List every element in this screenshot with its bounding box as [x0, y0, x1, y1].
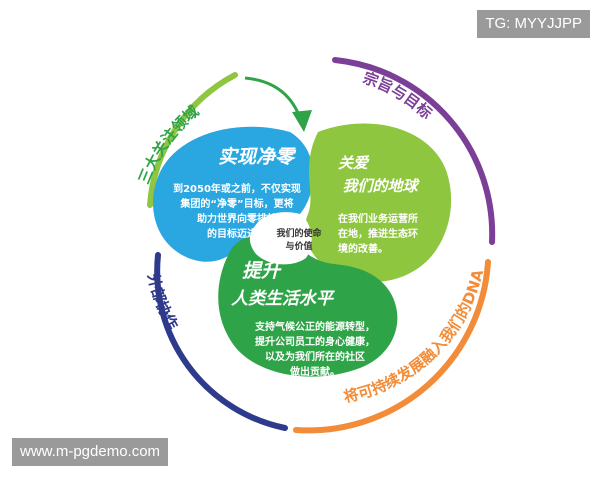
life-desc-line: 提升公司员工的身心健康，	[255, 337, 375, 348]
ring-label-collaboration: 外部协作	[144, 271, 182, 333]
net-zero-title: 实现净零	[217, 146, 294, 168]
ring-arc-navy	[154, 252, 288, 431]
blob-life	[218, 234, 398, 377]
net-zero-desc-line: 集团的“净零”目标，更将	[180, 199, 294, 210]
arrow-curve	[244, 76, 304, 125]
life-description: 支持气候公正的能源转型， 提升公司员工的身心健康， 以及为我们所在的社区 做出贡…	[240, 320, 390, 380]
planet-desc-line: 境的改善。	[338, 244, 388, 255]
tg-badge: TG: MYYJJPP	[477, 10, 590, 38]
planet-title-line1: 关爱	[337, 154, 368, 172]
life-title-line1: 提升	[241, 260, 280, 282]
net-zero-desc-line: 到2050年或之前，不仅实现	[173, 184, 301, 195]
ring-arc-purple	[332, 57, 496, 245]
life-desc-line: 以及为我们所在的社区	[265, 352, 365, 363]
center-label-line1: 我们的使命	[276, 229, 322, 239]
site-url-badge: www.m-pgdemo.com	[12, 438, 169, 466]
life-desc-line: 支持气候公正的能源转型，	[255, 322, 375, 333]
net-zero-desc-line: 的目标迈进。	[207, 229, 267, 240]
center-label-line2: 与价值	[285, 242, 313, 252]
arrow-head-icon	[292, 110, 312, 132]
net-zero-desc-line: 助力世界向零排放	[197, 214, 277, 225]
blob-net-zero	[153, 126, 314, 262]
center-hub	[249, 212, 312, 265]
blob-planet	[304, 123, 452, 283]
life-desc-line: 做出贡献。	[290, 367, 340, 378]
planet-desc-line: 在我们业务运营所	[338, 214, 418, 225]
ring-arc-orange	[293, 259, 491, 434]
life-title-line2: 人类生活水平	[231, 289, 333, 309]
net-zero-description: 到2050年或之前，不仅实现 集团的“净零”目标，更将 助力世界向零排放 的目标…	[166, 182, 308, 242]
planet-title-line2: 我们的地球	[342, 177, 418, 195]
ring-arc-green	[147, 72, 238, 208]
planet-desc-line: 在地，推进生态环	[338, 229, 418, 240]
planet-description: 在我们业务运营所 在地，推进生态环 境的改善。	[338, 212, 434, 257]
